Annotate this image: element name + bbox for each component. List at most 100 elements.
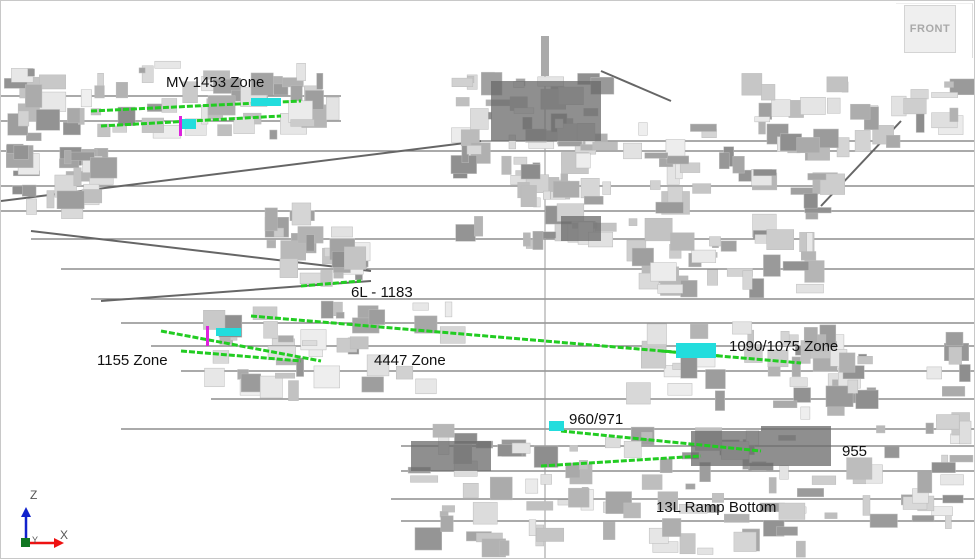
- stope-block: [39, 74, 66, 90]
- stope-block: [331, 226, 353, 238]
- stope-block: [733, 531, 757, 552]
- stope-block: [73, 167, 82, 187]
- stope-block: [569, 445, 578, 452]
- stope-block: [583, 195, 604, 205]
- stope-block: [754, 234, 769, 244]
- stope-block: [410, 475, 439, 483]
- stope-block: [644, 152, 668, 159]
- stope-block: [592, 141, 618, 151]
- stope-block: [25, 84, 43, 108]
- stope-block: [949, 107, 959, 122]
- stope-block: [712, 493, 724, 503]
- stope-block: [857, 356, 873, 365]
- stope-block: [690, 324, 709, 339]
- zone-marker: [216, 328, 241, 336]
- zone-marker: [181, 119, 196, 129]
- dark-stope: [411, 441, 491, 471]
- stope-block: [414, 315, 438, 334]
- stope-block: [804, 207, 832, 214]
- stope-block: [691, 249, 717, 263]
- stope-block: [796, 283, 824, 294]
- stope-block: [603, 521, 616, 540]
- label-960-971: 960/971: [569, 411, 624, 428]
- stope-block: [266, 239, 276, 249]
- stope-block: [64, 150, 72, 165]
- stope-block: [657, 284, 684, 294]
- stope-block: [553, 180, 580, 198]
- stope-block: [623, 502, 641, 519]
- stope-block: [513, 156, 528, 165]
- stope-block: [39, 91, 67, 112]
- stope-block: [605, 437, 621, 449]
- stope-block: [499, 540, 510, 556]
- stope-block: [666, 155, 689, 165]
- stope-block: [455, 97, 470, 107]
- label-13l-ramp-bottom: 13L Ramp Bottom: [656, 499, 777, 516]
- stope-block: [959, 364, 971, 382]
- stope-block: [275, 372, 296, 379]
- stope-block: [679, 162, 701, 173]
- viewcube-frame: [896, 3, 973, 58]
- stope-block: [302, 340, 318, 347]
- stope-block: [931, 506, 953, 516]
- magenta-marker: [179, 116, 182, 136]
- stope-block: [903, 98, 927, 115]
- stope-block: [705, 369, 726, 389]
- stope-block: [771, 99, 791, 117]
- stope-block: [13, 145, 29, 160]
- stope-block: [80, 89, 92, 108]
- stope-block: [948, 346, 962, 365]
- stope-block: [679, 533, 696, 555]
- stope-block: [662, 518, 682, 537]
- stope-block: [412, 302, 429, 311]
- stope-block: [641, 474, 663, 490]
- stope-block: [761, 84, 776, 101]
- stope-block: [741, 73, 763, 96]
- stope-block: [753, 169, 777, 177]
- stope-block: [697, 547, 714, 555]
- stope-block: [46, 190, 55, 209]
- stope-block: [910, 89, 929, 100]
- dark-stope: [761, 426, 831, 466]
- stope-block: [528, 141, 555, 149]
- stope-block: [368, 309, 386, 325]
- stope-block: [719, 152, 730, 170]
- magenta-marker: [206, 326, 209, 346]
- stope-block: [641, 432, 653, 439]
- stope-block: [917, 471, 933, 494]
- stope-block: [779, 465, 789, 480]
- stope-block: [800, 251, 817, 261]
- stope-block: [811, 475, 837, 485]
- stope-block: [804, 260, 825, 283]
- stope-block: [296, 63, 306, 81]
- zone-marker: [549, 421, 564, 431]
- stope-block: [800, 406, 811, 420]
- x-axis-head: [54, 538, 64, 548]
- stope-block: [89, 177, 114, 185]
- stope-block: [542, 190, 551, 200]
- stope-block: [690, 123, 717, 132]
- green-drift: [160, 329, 322, 363]
- stope-block: [182, 81, 198, 103]
- stope-block: [81, 189, 103, 204]
- stope-block: [161, 98, 178, 113]
- stope-block: [528, 519, 537, 536]
- stope-block: [709, 236, 721, 247]
- stope-block: [836, 137, 850, 158]
- stope-block: [628, 218, 638, 226]
- stope-block: [26, 132, 42, 141]
- viewcube-front[interactable]: FRONT: [904, 5, 956, 53]
- stope-block: [27, 68, 35, 77]
- stope-block: [766, 229, 794, 250]
- stope-block: [949, 454, 974, 463]
- stope-block: [313, 365, 340, 389]
- stope-block: [640, 346, 667, 369]
- stope-block: [233, 117, 255, 134]
- stope-block: [441, 505, 455, 513]
- stope-block: [217, 124, 232, 137]
- stope-block: [667, 383, 693, 396]
- stope-block: [623, 142, 642, 160]
- stope-block: [94, 85, 105, 99]
